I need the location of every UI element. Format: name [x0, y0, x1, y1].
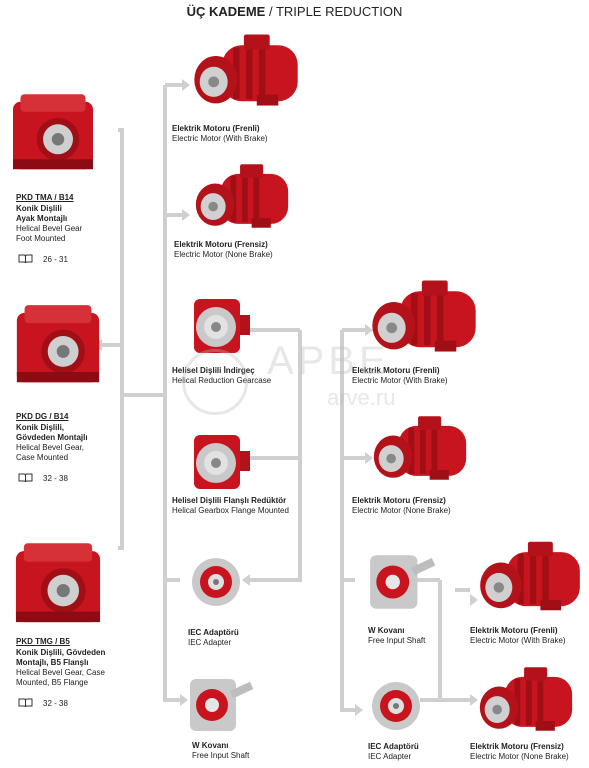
- middle-label-motor-nobrake: Elektrik Motoru (Frensiz)Electric Motor …: [174, 240, 273, 259]
- helical-gearbox-flange-image: [194, 435, 250, 489]
- page-ref-pkd-tmg: 32 - 38: [18, 698, 68, 708]
- page-ref-pkd-tma: 26 - 31: [18, 254, 68, 264]
- middle-label-motor-brake: Elektrik Motoru (Frenli)Electric Motor (…: [172, 124, 268, 143]
- right-free-input-shaft-image: [370, 555, 436, 609]
- right-motor-nobrake-image: [373, 416, 467, 480]
- book-icon: [18, 698, 33, 708]
- far-right-label-motor-nobrake: Elektrik Motoru (Frensiz)Electric Motor …: [470, 742, 569, 761]
- right-iec-adapter-image: [372, 682, 420, 730]
- electric-motor-nobrake-image: [195, 164, 289, 228]
- product-label-pkd-dg: PKD DG / B14 Konik Dişlili, Gövdeden Mon…: [16, 412, 88, 462]
- page-title: ÜÇ KADEME / TRIPLE REDUCTION: [186, 4, 403, 19]
- far-right-motor-nobrake-image: [479, 667, 573, 731]
- free-input-shaft-image: [190, 679, 254, 731]
- electric-motor-brake-image: [194, 34, 298, 106]
- page-ref-pkd-dg: 32 - 38: [18, 473, 68, 483]
- product-label-pkd-tma: PKD TMA / B14 Konik Dişlili Ayak Montajl…: [16, 193, 83, 243]
- helical-reduction-gearcase-image: [194, 299, 250, 353]
- right-label-motor-brake: Elektrik Motoru (Frenli)Electric Motor (…: [352, 366, 448, 385]
- product-label-pkd-tmg: PKD TMG / B5 Konik Dişlili, Gövdeden Mon…: [16, 637, 106, 687]
- product-image-pkd-tmg: [15, 543, 101, 623]
- right-motor-brake-image: [372, 280, 476, 352]
- far-right-label-motor-brake: Elektrik Motoru (Frenli)Electric Motor (…: [470, 626, 566, 645]
- book-icon: [18, 254, 33, 264]
- book-icon: [18, 473, 33, 483]
- far-right-motor-brake-image: [480, 541, 580, 611]
- product-image-pkd-dg: [16, 305, 100, 383]
- right-label-motor-nobrake: Elektrik Motoru (Frensiz)Electric Motor …: [352, 496, 451, 515]
- iec-adapter-image: [192, 558, 240, 606]
- product-image-pkd-tma: [13, 94, 93, 170]
